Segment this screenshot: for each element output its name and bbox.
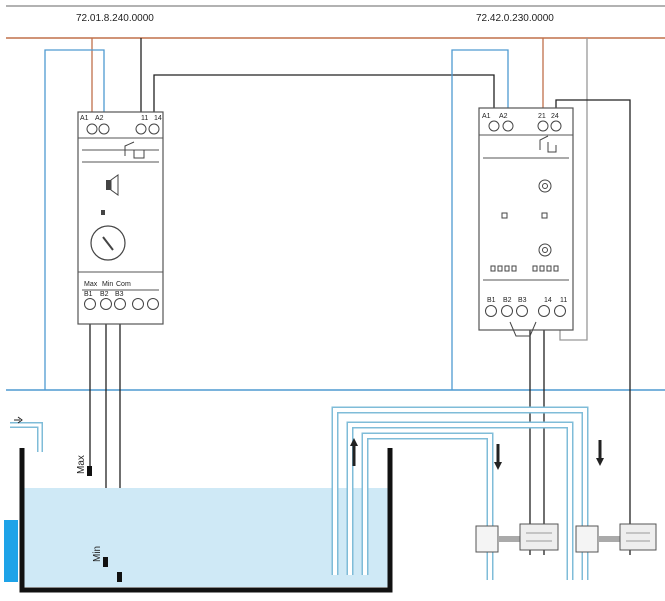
terminal-label-11: 11 xyxy=(560,297,567,304)
terminal-label-a1: A1 xyxy=(80,115,89,122)
terminal-screw xyxy=(86,123,98,135)
relay-left-label-com: Com xyxy=(116,281,131,288)
terminal-label-b2: B2 xyxy=(100,291,109,298)
terminal-label-14: 14 xyxy=(154,115,162,122)
adjust-screw-icon xyxy=(538,179,552,193)
relay-left-label-min: Min xyxy=(102,281,113,288)
terminal-label-14: 14 xyxy=(544,297,552,304)
water-fill xyxy=(22,488,390,587)
down-arrow-icon xyxy=(494,444,502,470)
terminal-screw xyxy=(147,298,159,310)
water-tank xyxy=(4,448,393,593)
probe-max-label: Max xyxy=(76,455,87,474)
probe-min: Min xyxy=(92,546,108,567)
terminal-screw xyxy=(538,305,550,317)
tank-wall xyxy=(19,448,393,593)
terminal-screw xyxy=(114,298,126,310)
flow-arrows xyxy=(350,438,604,470)
terminal-screw xyxy=(135,123,147,135)
relay-left-label-max: Max xyxy=(84,281,98,288)
relay-left-code: 72.01.8.240.0000 xyxy=(76,13,154,24)
relay-left-body xyxy=(77,111,164,325)
adjust-screw-icon xyxy=(538,243,552,257)
terminal-screw xyxy=(132,298,144,310)
terminal-label-24: 24 xyxy=(551,113,559,120)
terminal-screw xyxy=(84,298,96,310)
terminal-label-a2: A2 xyxy=(499,113,508,120)
led-indicator xyxy=(101,210,105,215)
relay-left: A1 A2 11 14 Max Min Com B1 B2 B3 xyxy=(77,111,164,325)
terminal-screw xyxy=(485,305,497,317)
pipe-system xyxy=(331,406,589,580)
terminal-screw xyxy=(502,120,514,132)
terminal-screw xyxy=(100,298,112,310)
terminal-screw xyxy=(550,120,562,132)
terminal-label-b3: B3 xyxy=(115,291,124,298)
terminal-label-a2: A2 xyxy=(95,115,104,122)
pump-left xyxy=(475,523,559,553)
terminal-screw xyxy=(501,305,513,317)
inflow-pipe xyxy=(10,416,43,452)
up-arrow-icon xyxy=(350,438,358,466)
terminal-label-b3: B3 xyxy=(518,297,527,304)
terminal-screw xyxy=(554,305,566,317)
terminal-screw xyxy=(537,120,549,132)
buzzer-icon xyxy=(106,174,119,196)
contact-symbol xyxy=(124,141,145,159)
probe-max: Max xyxy=(76,455,92,476)
pump-right xyxy=(575,523,657,553)
relay-right-code: 72.42.0.230.0000 xyxy=(476,13,554,24)
down-arrow-icon xyxy=(596,440,604,466)
terminal-screw xyxy=(148,123,160,135)
terminal-label-11: 11 xyxy=(141,115,148,122)
relay-right: A1 A2 21 24 B1 B2 xyxy=(478,107,574,337)
terminal-screw xyxy=(98,123,110,135)
relay-right-body xyxy=(478,107,574,331)
water-level-marker xyxy=(4,520,18,582)
contact-symbol xyxy=(509,321,537,337)
probe-min-label: Min xyxy=(92,546,103,562)
terminal-label-b1: B1 xyxy=(487,297,496,304)
terminal-label-b2: B2 xyxy=(503,297,512,304)
led-indicator xyxy=(541,212,548,219)
led-indicator xyxy=(501,212,508,219)
terminal-label-b1: B1 xyxy=(84,291,93,298)
probe-com xyxy=(117,572,122,582)
terminal-screw xyxy=(516,305,528,317)
contact-symbol xyxy=(539,135,557,153)
dip-switches xyxy=(490,265,559,272)
terminal-label-a1: A1 xyxy=(482,113,491,120)
terminal-label-21: 21 xyxy=(538,113,546,120)
sensitivity-knob-icon xyxy=(90,225,126,261)
terminal-screw xyxy=(488,120,500,132)
